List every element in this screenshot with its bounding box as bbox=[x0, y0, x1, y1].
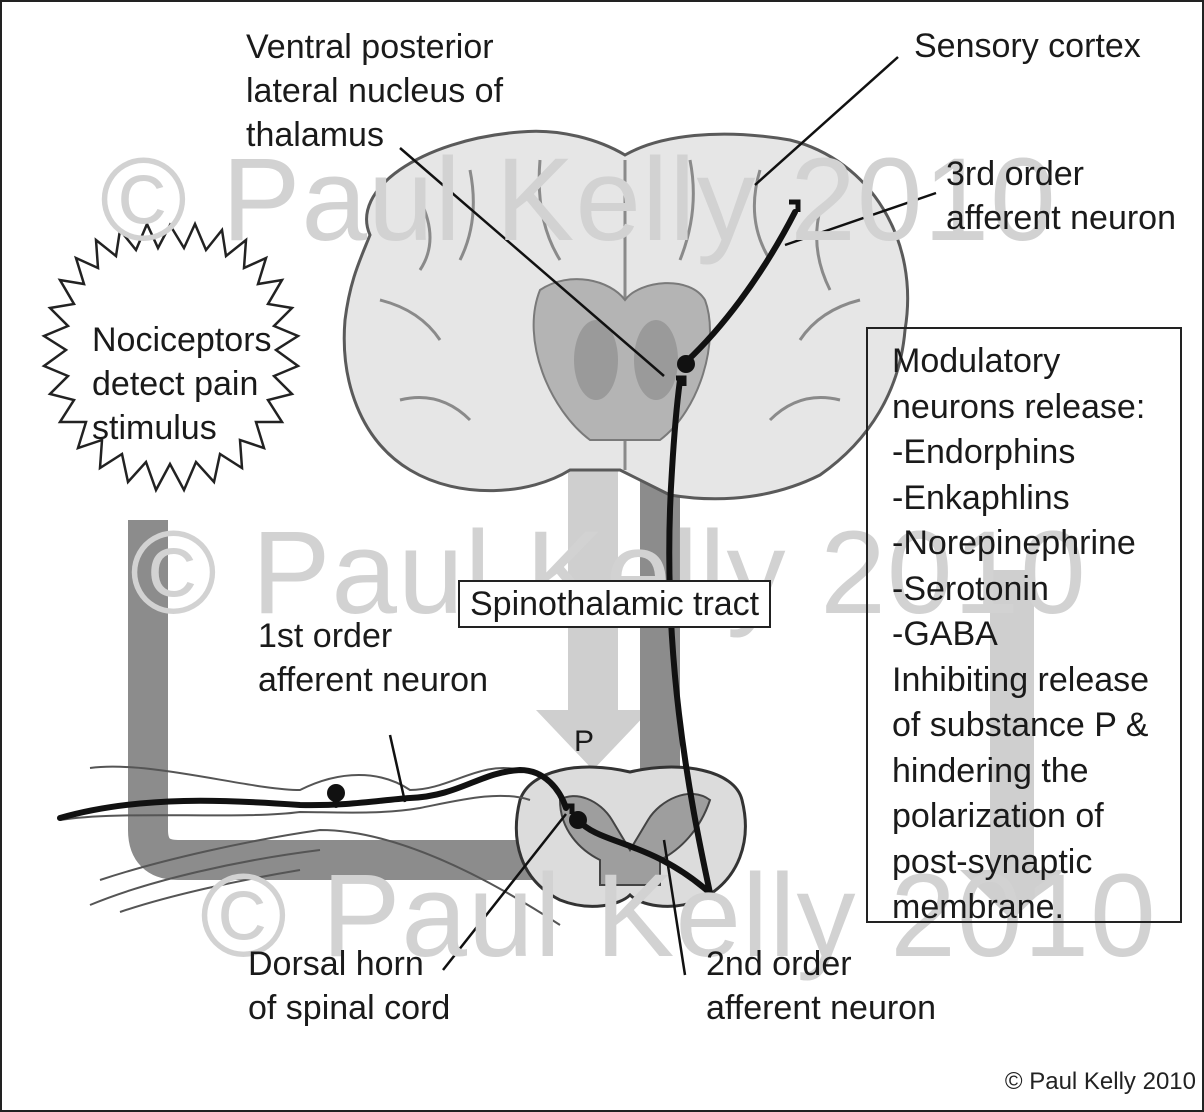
modulatory-line: neurons release: bbox=[892, 385, 1180, 431]
label-third-order-neuron: 3rd order afferent neuron bbox=[946, 152, 1176, 240]
third-order-cell-body bbox=[677, 355, 695, 373]
modulatory-line: polarization of bbox=[892, 794, 1180, 840]
modulatory-line: -Serotonin bbox=[892, 567, 1180, 613]
label-first-order-line-1: 1st order bbox=[258, 614, 488, 658]
modulatory-line: hindering the bbox=[892, 749, 1180, 795]
label-third-order-line-1: 3rd order bbox=[946, 152, 1176, 196]
modulatory-line: -GABA bbox=[892, 612, 1180, 658]
modulatory-line: membrane. bbox=[892, 885, 1180, 931]
modulatory-line: of substance P & bbox=[892, 703, 1180, 749]
copyright-notice: © Paul Kelly 2010 bbox=[1005, 1068, 1196, 1096]
label-second-order-line-1: 2nd order bbox=[706, 942, 936, 986]
modulatory-line: Inhibiting release bbox=[892, 658, 1180, 704]
modulatory-line: Modulatory bbox=[892, 339, 1180, 385]
label-nociceptors-line-1: Nociceptors bbox=[92, 318, 272, 362]
first-order-cell-body bbox=[327, 784, 345, 802]
watermark-top: © Paul Kelly 2010 bbox=[100, 132, 1057, 268]
label-substance-p: P bbox=[574, 720, 594, 764]
modulatory-neurons-box: Modulatory neurons release: -Endorphins … bbox=[866, 327, 1182, 923]
label-nociceptors-line-2: detect pain bbox=[92, 362, 272, 406]
modulatory-line: -Norepinephrine bbox=[892, 521, 1180, 567]
label-vpl-line-2: lateral nucleus of bbox=[246, 69, 503, 113]
label-dorsal-horn-line-2: of spinal cord bbox=[248, 986, 450, 1030]
label-vpl-line-1: Ventral posterior bbox=[246, 25, 503, 69]
label-sensory-cortex: Sensory cortex bbox=[914, 24, 1141, 68]
label-first-order-line-2: afferent neuron bbox=[258, 658, 488, 702]
label-third-order-line-2: afferent neuron bbox=[946, 196, 1176, 240]
label-second-order-line-2: afferent neuron bbox=[706, 986, 936, 1030]
label-second-order-neuron: 2nd order afferent neuron bbox=[706, 942, 936, 1030]
label-nociceptors-line-3: stimulus bbox=[92, 406, 272, 450]
modulatory-line: -Endorphins bbox=[892, 430, 1180, 476]
label-spinothalamic-tract: Spinothalamic tract bbox=[458, 580, 771, 628]
modulatory-line: post-synaptic bbox=[892, 840, 1180, 886]
label-dorsal-horn-line-1: Dorsal horn bbox=[248, 942, 450, 986]
label-nociceptors: Nociceptors detect pain stimulus bbox=[92, 318, 272, 450]
modulatory-line: -Enkaphlins bbox=[892, 476, 1180, 522]
label-vpl-line-3: thalamus bbox=[246, 113, 503, 157]
label-dorsal-horn: Dorsal horn of spinal cord bbox=[248, 942, 450, 1030]
label-vpl-nucleus: Ventral posterior lateral nucleus of tha… bbox=[246, 25, 503, 157]
label-first-order-neuron: 1st order afferent neuron bbox=[258, 614, 488, 702]
